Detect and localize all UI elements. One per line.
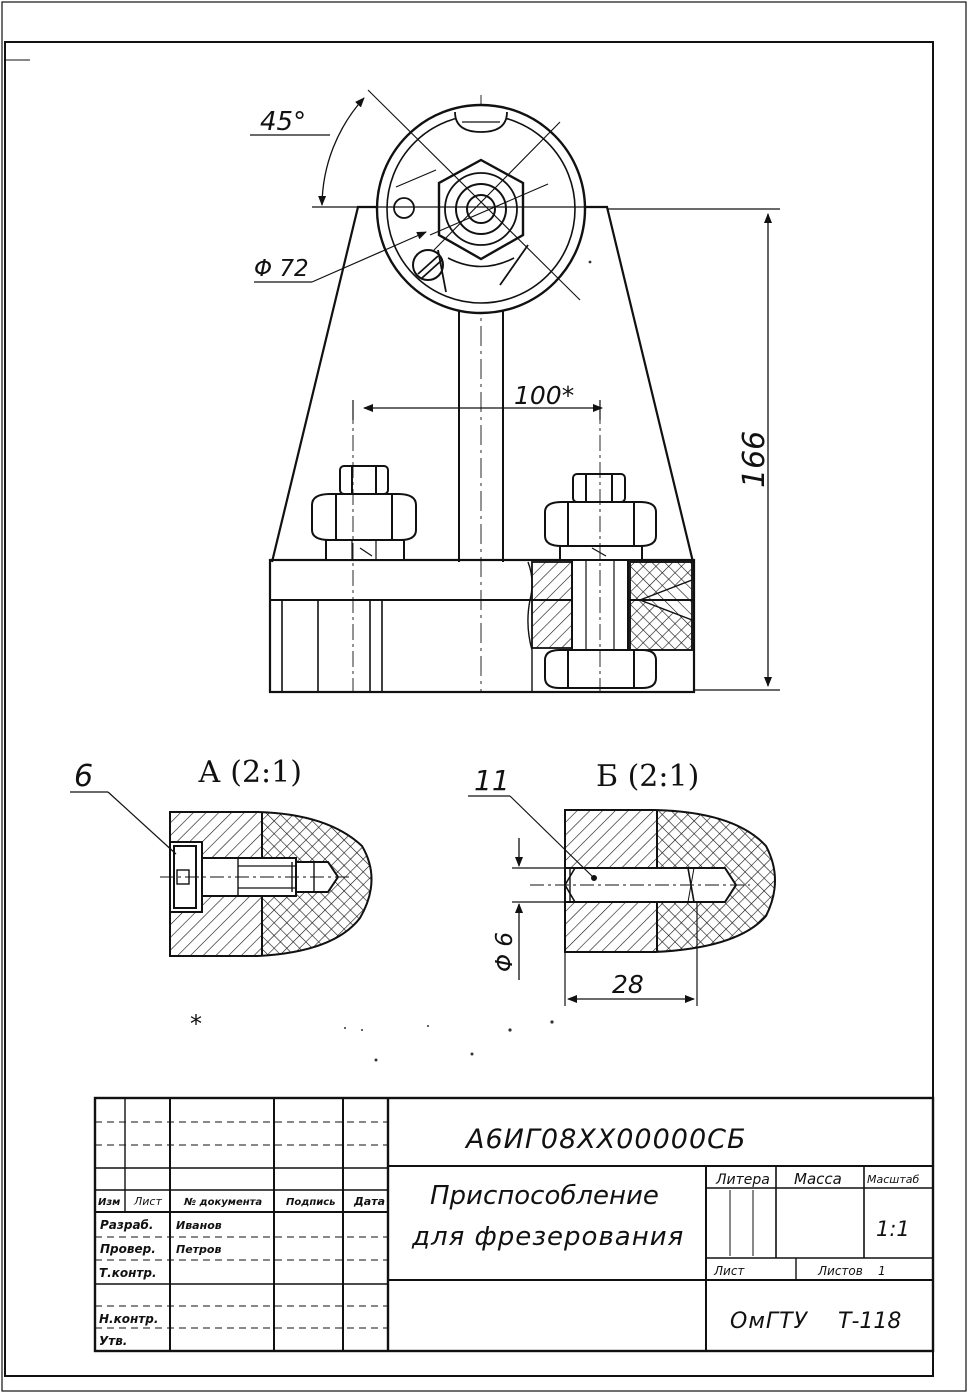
cell-scale-value: 1:1 (876, 1217, 910, 1241)
right-nut (544, 408, 657, 692)
note-mark: * (190, 1010, 202, 1038)
pin-length-dimension: 28 (612, 970, 644, 999)
view-b-label: Б (2:1) (596, 759, 699, 794)
role-approved: Утв. (99, 1334, 127, 1348)
doc-code: А6ИГ08ХХ00000СБ (464, 1124, 747, 1155)
detail-view-a (70, 791, 373, 957)
height-dimension: 166 (737, 431, 772, 488)
cell-litera: Литера (715, 1172, 770, 1188)
cell-org: ОмГТУ (730, 1309, 809, 1334)
role-developer: Разраб. (100, 1218, 154, 1232)
header-doc-no: № документа (183, 1197, 262, 1208)
angle-arc (318, 97, 365, 206)
role-norm-control: Н.контр. (99, 1312, 158, 1326)
base-plate (268, 558, 696, 694)
scan-specks (344, 260, 592, 1062)
cell-mass: Масса (794, 1170, 842, 1188)
angle-dimension: 45° (260, 107, 306, 137)
title-block (93, 1096, 935, 1353)
header-list: Лист (133, 1195, 162, 1208)
detail-view-b (468, 795, 776, 1006)
cell-scale-label: Масштаб (867, 1173, 919, 1186)
name-developer: Иванов (176, 1219, 222, 1232)
main-view (250, 89, 780, 694)
role-checker: Провер. (100, 1242, 156, 1256)
name-checker: Петров (176, 1243, 221, 1256)
cell-sheet: Лист (713, 1264, 745, 1278)
callout-11: 11 (474, 764, 510, 797)
title-line-2: для фрезерования (411, 1222, 684, 1252)
round-head (312, 89, 607, 315)
pin-diameter-dimension: Φ 6 (492, 932, 518, 972)
left-nut (311, 408, 417, 692)
cell-sheets-value: 1 (878, 1264, 886, 1278)
view-a-label: А (2:1) (198, 755, 302, 790)
hex-nut (437, 158, 525, 261)
role-tech-control: Т.контр. (99, 1266, 157, 1280)
diameter-dimension: Φ 72 (254, 256, 309, 282)
cell-sheets: Листов (817, 1264, 863, 1278)
header-date: Дата (353, 1195, 385, 1208)
header-signature: Подпись (286, 1197, 335, 1208)
callout-6: 6 (74, 759, 93, 794)
spacing-dimension: 100* (514, 381, 574, 410)
title-line-1: Приспособление (430, 1181, 659, 1211)
header-izm: Изм (98, 1197, 120, 1208)
cell-group: Т-118 (838, 1309, 901, 1334)
